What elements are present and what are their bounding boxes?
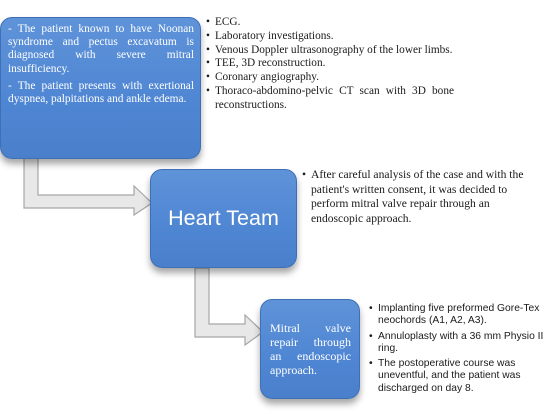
investigations-list: • ECG. • Laboratory investigations. • Venou…: [206, 16, 454, 113]
list-item: • TEE, 3D reconstruction.: [206, 57, 454, 71]
bullet-icon: •: [206, 43, 210, 56]
list-item: • After careful analysis of the case and …: [302, 168, 542, 226]
outcome-list: • Implanting five preformed Gore-Tex neoc…: [369, 303, 545, 398]
outcome-neochords: Implanting five preformed Gore-Tex neoch…: [378, 303, 540, 327]
mitral-repair-box: Mitral valve repair through an endoscopi…: [260, 299, 360, 399]
outcome-annuloplasty: Annuloplasty with a 36 mm Physio II ring…: [378, 330, 544, 354]
patient-symptoms-text: - The patient presents with exertional d…: [8, 79, 194, 106]
bullet-icon: •: [369, 330, 373, 342]
investigation-angiography: Coronary angiography.: [215, 71, 320, 84]
flow-arrow-1-icon: [23, 158, 153, 216]
heart-team-title: Heart Team: [168, 206, 279, 230]
heart-team-box: Heart Team: [150, 169, 297, 268]
list-item: • The postoperative course was uneventful…: [369, 358, 545, 395]
list-item: • Laboratory investigations.: [206, 30, 454, 44]
list-item: • Venous Doppler ultrasonography of the l…: [206, 44, 454, 58]
list-item: • Coronary angiography.: [206, 71, 454, 85]
team-decision-list: • After careful analysis of the case and …: [302, 168, 542, 226]
bullet-icon: •: [206, 57, 210, 70]
bullet-icon: •: [302, 168, 307, 181]
patient-presentation-box: - The patient known to have Noonan syndr…: [0, 17, 201, 159]
investigation-doppler: Venous Doppler ultrasonography of the lo…: [215, 43, 453, 56]
bullet-icon: •: [206, 16, 210, 28]
patient-history-text: - The patient known to have Noonan syndr…: [8, 23, 194, 75]
list-item: • Implanting five preformed Gore-Tex neoc…: [369, 303, 545, 328]
team-decision-text: After careful analysis of the case and w…: [311, 168, 524, 225]
bullet-icon: •: [206, 29, 210, 42]
bullet-icon: •: [369, 303, 373, 314]
bullet-icon: •: [206, 84, 210, 97]
investigation-tee: TEE, 3D reconstruction.: [215, 57, 326, 70]
bullet-icon: •: [369, 358, 373, 370]
outcome-postoperative: The postoperative course was uneventful,…: [378, 358, 521, 394]
bullet-icon: •: [206, 71, 210, 84]
flow-arrow-2-icon: [194, 268, 264, 346]
mitral-repair-text: Mitral valve repair through an endoscopi…: [270, 321, 351, 377]
investigation-labs: Laboratory investigations.: [215, 29, 334, 42]
list-item: • ECG.: [206, 16, 454, 30]
list-item: • Thoraco-abdomino-pelvic CT scan with 3D…: [206, 85, 454, 113]
list-item: • Annuloplasty with a 36 mm Physio II rin…: [369, 331, 545, 356]
investigation-ecg: ECG.: [215, 16, 241, 28]
investigation-ct: Thoraco-abdomino-pelvic CT scan with 3D …: [215, 84, 454, 111]
